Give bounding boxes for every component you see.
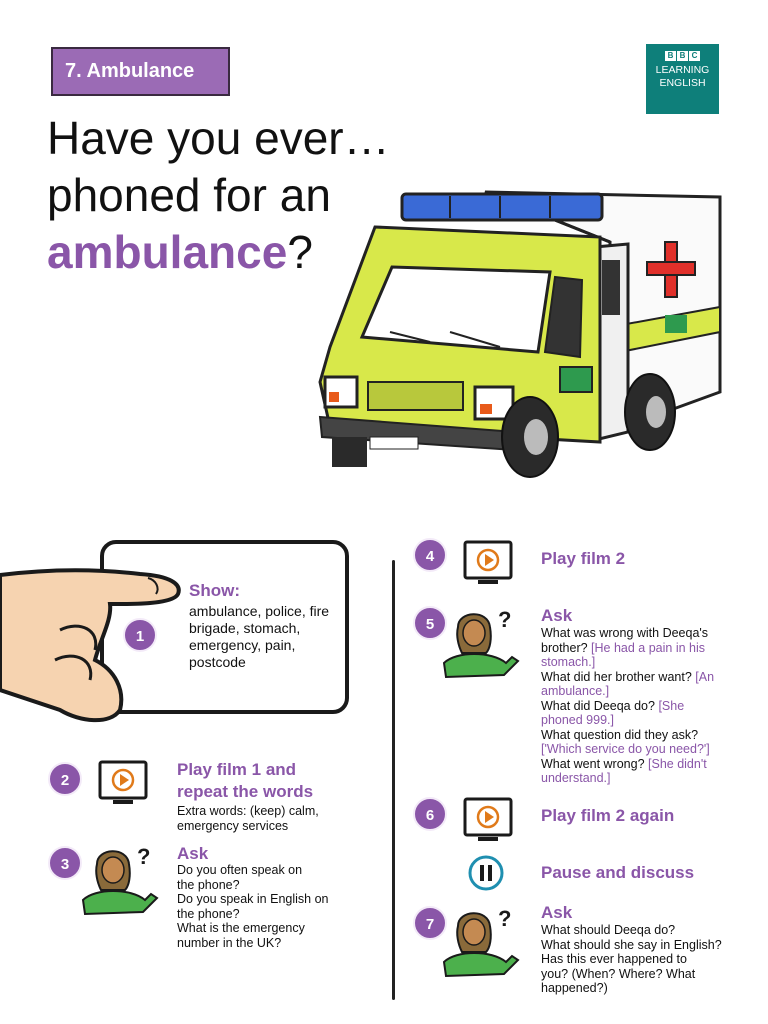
step-5-a4: ['Which service do you need?']: [541, 742, 710, 756]
step-5-a2b: ambulance.]: [541, 684, 610, 698]
step-4-heading: Play film 2: [541, 549, 626, 568]
step-3-line-6: number in the UK?: [177, 935, 282, 950]
step-7-line-4: you? (When? Where? What: [541, 966, 696, 981]
step-5-number: 5: [413, 606, 447, 640]
step-5-q2-text: What did her brother want?: [541, 669, 692, 684]
step-2-line-2: emergency services: [177, 818, 289, 833]
step-5-a5: [She didn't: [648, 756, 707, 771]
logo-block-2: B: [677, 51, 688, 61]
step-5-a1b: stomach.]: [541, 655, 596, 669]
step-5-a5b: understand.]: [541, 771, 611, 785]
title-accent: ambulance: [47, 226, 288, 278]
step-3-heading: Ask: [177, 844, 209, 863]
tv-play-icon: [463, 540, 513, 584]
person-asking-illustration: ?: [81, 844, 159, 916]
step-1-number: 1: [123, 618, 157, 652]
lesson-tag: 7. Ambulance: [51, 47, 230, 96]
step-4-number: 4: [413, 538, 447, 572]
step-5-q3: What did Deeqa do? [She: [541, 699, 761, 714]
step-5-q1-text: What was wrong with Deeqa's: [541, 626, 709, 640]
logo-block-3: C: [689, 51, 700, 61]
step-2-number: 2: [48, 762, 82, 796]
step-7-number: 7: [413, 906, 447, 940]
question-mark-icon: ?: [137, 844, 150, 869]
step-3-line-3: Do you speak in English on: [177, 892, 329, 906]
step-7-line-1: What should Deeqa do?: [541, 923, 676, 937]
step-5-q1b: brother? [He had a pain in his: [541, 641, 761, 656]
logo-block-1: B: [665, 51, 676, 61]
title-line-3: ambulance?: [47, 224, 390, 281]
ambulance-illustration: [318, 190, 722, 478]
step-6-number: 6: [413, 797, 447, 831]
title-line-2: phoned for an: [47, 169, 331, 221]
step-5-q1: What was wrong with Deeqa's: [541, 626, 761, 641]
step-3-number: 3: [48, 846, 82, 880]
tv-play-icon: [463, 797, 513, 841]
step-2-heading: Play film 1 and repeat the words: [177, 759, 313, 803]
person-asking-illustration: ?: [442, 607, 520, 679]
title-line-1: Have you ever…: [47, 112, 390, 164]
question-mark-icon: ?: [498, 607, 511, 632]
pause-heading: Pause and discuss: [541, 863, 695, 882]
step-2-line-1: Extra words: (keep) calm,: [177, 804, 319, 818]
step-1-words: ambulance, police, fire brigade, stomach…: [189, 603, 330, 670]
column-divider: [392, 560, 395, 1000]
step-7-text: What should Deeqa do? What should she sa…: [541, 923, 722, 996]
bbc-blocks: B B C: [646, 51, 719, 61]
logo-line-2: ENGLISH: [659, 77, 706, 89]
step-7-line-2: What should she say in English?: [541, 937, 722, 952]
step-5-a3b: phoned 999.]: [541, 713, 614, 727]
step-5-a3: [She: [658, 698, 685, 713]
logo-line-1: LEARNING: [655, 64, 710, 76]
step-5-q5: What went wrong? [She didn't: [541, 757, 761, 772]
step-3-text: Do you often speak on the phone? Do you …: [177, 863, 328, 950]
step-3-line-2: the phone?: [177, 877, 240, 892]
step-5-q4: What question did they ask?: [541, 727, 699, 742]
step-5-heading: Ask: [541, 606, 573, 625]
step-5-text: What was wrong with Deeqa's brother? [He…: [541, 626, 761, 786]
step-6-heading: Play film 2 again: [541, 806, 675, 825]
page-title: Have you ever… phoned for an ambulance?: [47, 110, 390, 281]
title-end: ?: [287, 226, 313, 278]
step-7-line-5: happened?): [541, 981, 608, 995]
step-2-heading-line-1: Play film 1 and: [177, 760, 297, 779]
step-5-q5-text: What went wrong?: [541, 756, 645, 771]
step-3-line-5: What is the emergency: [177, 921, 305, 935]
question-mark-icon: ?: [498, 906, 511, 931]
step-7-line-3: Has this ever happened to: [541, 952, 687, 966]
pause-icon: [468, 855, 504, 891]
person-asking-illustration: ?: [442, 906, 520, 978]
step-5-a1: [He had a pain in his: [591, 640, 706, 655]
step-5-a2: [An: [695, 669, 715, 684]
step-1-heading: Show:: [189, 581, 240, 600]
bbc-learning-english-logo: B B C LEARNING ENGLISH: [646, 44, 719, 114]
step-3-line-1: Do you often speak on: [177, 863, 303, 877]
step-3-line-4: the phone?: [177, 906, 240, 921]
step-2-text: Extra words: (keep) calm, emergency serv…: [177, 804, 319, 833]
step-7-heading: Ask: [541, 903, 573, 922]
step-5-q1b-text: brother?: [541, 640, 588, 655]
hand-card-illustration: [0, 540, 349, 723]
step-5-q3-text: What did Deeqa do?: [541, 698, 655, 713]
tv-play-icon: [98, 760, 148, 804]
step-5-q2: What did her brother want? [An: [541, 670, 761, 685]
step-2-heading-line-2: repeat the words: [177, 782, 314, 801]
